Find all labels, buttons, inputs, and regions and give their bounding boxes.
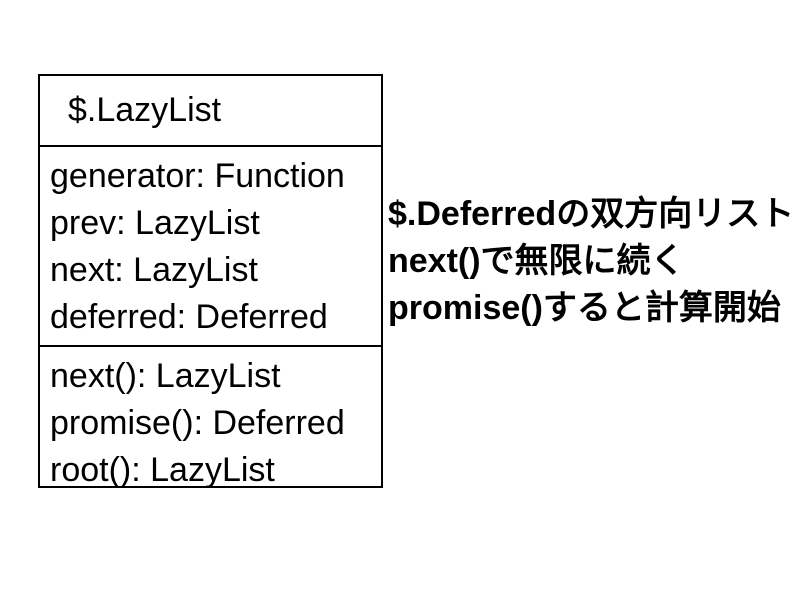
method-root: root(): LazyList bbox=[50, 451, 275, 489]
attribute-generator: generator: Function bbox=[50, 157, 345, 195]
attribute-prev: prev: LazyList bbox=[50, 204, 260, 242]
attribute-deferred: deferred: Deferred bbox=[50, 298, 328, 336]
annotation-line-promise-starts-computation: promise()すると計算開始 bbox=[388, 289, 781, 327]
uml-class-box-lazylist: $.LazyList generator: Function prev: Laz… bbox=[38, 74, 383, 489]
class-methods-compartment: next(): LazyList promise(): Deferred roo… bbox=[40, 347, 381, 494]
class-title-compartment: $.LazyList bbox=[40, 76, 381, 147]
method-promise: promise(): Deferred bbox=[50, 404, 345, 442]
annotation-line-bidirectional-list: $.Deferredの双方向リスト bbox=[388, 195, 795, 233]
class-attributes-compartment: generator: Function prev: LazyList next:… bbox=[40, 147, 381, 347]
method-next: next(): LazyList bbox=[50, 357, 281, 395]
annotation-line-infinite-next: next()で無限に続く bbox=[388, 242, 685, 280]
class-name: $.LazyList bbox=[68, 91, 222, 129]
annotation-text-block: $.Deferredの双方向リスト next()で無限に続く promise()… bbox=[388, 191, 794, 332]
attribute-next: next: LazyList bbox=[50, 251, 258, 289]
